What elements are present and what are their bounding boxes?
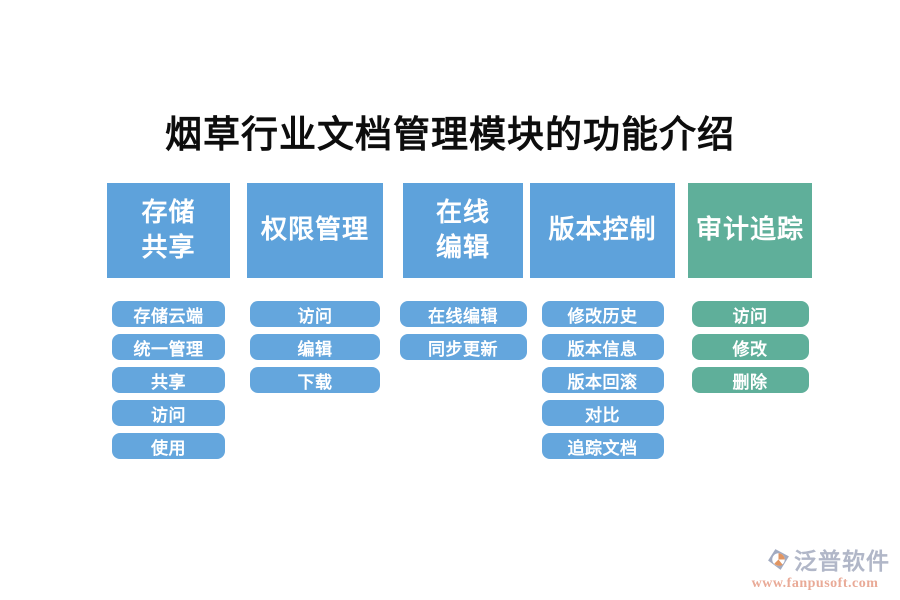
feature-item: 在线编辑 <box>399 301 527 327</box>
feature-item: 修改 <box>691 334 809 360</box>
feature-item: 存储云端 <box>112 301 225 327</box>
module-column-permission: 权限管理 访问 编辑 下载 <box>247 183 383 393</box>
module-column-online-edit: 在线 编辑 在线编辑 同步更新 <box>399 183 527 360</box>
module-header-version-control: 版本控制 <box>530 183 675 278</box>
feature-item: 统一管理 <box>112 334 225 360</box>
feature-item: 编辑 <box>250 334 380 360</box>
page-title: 烟草行业文档管理模块的功能介绍 <box>165 113 735 156</box>
module-header-permission: 权限管理 <box>247 183 383 278</box>
feature-item: 版本回滚 <box>541 367 664 393</box>
module-column-audit-trail: 审计追踪 访问 修改 删除 <box>688 183 812 393</box>
module-items: 存储云端 统一管理 共享 访问 使用 <box>107 301 230 459</box>
module-items: 修改历史 版本信息 版本回滚 对比 追踪文档 <box>530 301 675 459</box>
feature-item: 共享 <box>112 367 225 393</box>
module-items: 访问 修改 删除 <box>688 301 812 393</box>
feature-item: 修改历史 <box>541 301 664 327</box>
module-column-storage-sharing: 存储 共享 存储云端 统一管理 共享 访问 使用 <box>107 183 230 459</box>
feature-item: 追踪文档 <box>541 433 664 459</box>
fanpu-logo-icon <box>766 547 791 572</box>
feature-item: 使用 <box>112 433 225 459</box>
feature-item: 下载 <box>250 367 380 393</box>
watermark: 泛普软件 www.fanpusoft.com <box>740 542 890 592</box>
module-items: 在线编辑 同步更新 <box>399 301 527 360</box>
feature-item: 访问 <box>250 301 380 327</box>
feature-item: 对比 <box>541 400 664 426</box>
module-header-storage-sharing: 存储 共享 <box>107 183 230 278</box>
feature-item: 访问 <box>691 301 809 327</box>
module-header-audit-trail: 审计追踪 <box>688 183 812 278</box>
feature-item: 版本信息 <box>541 334 664 360</box>
module-items: 访问 编辑 下载 <box>247 301 383 393</box>
feature-item: 删除 <box>691 367 809 393</box>
module-column-version-control: 版本控制 修改历史 版本信息 版本回滚 对比 追踪文档 <box>530 183 675 459</box>
brand-url: www.fanpusoft.com <box>751 576 879 591</box>
module-header-online-edit: 在线 编辑 <box>403 183 523 278</box>
feature-item: 同步更新 <box>399 334 527 360</box>
brand-name: 泛普软件 <box>794 549 890 575</box>
feature-item: 访问 <box>112 400 225 426</box>
